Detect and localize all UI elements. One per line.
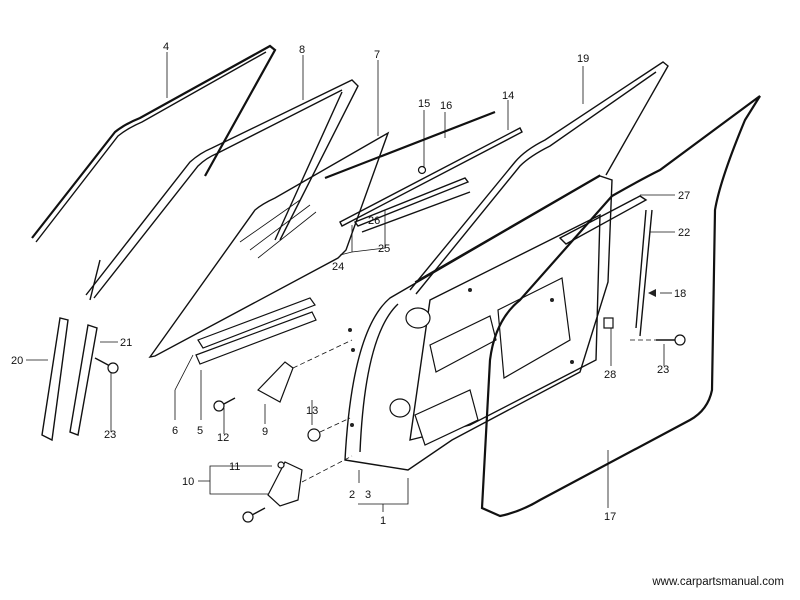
callout-14: 14 [502,90,514,102]
leader-lines [26,52,675,512]
part-28-stopper [603,317,614,329]
callout-16: 16 [440,100,452,112]
callout-26: 26 [368,215,380,227]
callout-6: 6 [172,425,178,437]
part-18-clip [648,289,656,297]
part-hinge-bolt [242,507,266,523]
watermark: www.carpartsmanual.com [652,576,784,588]
callout-23-left: 23 [104,429,116,441]
part-6-glass-channel [195,297,317,365]
callout-7: 7 [374,49,380,61]
callout-10: 10 [182,476,194,488]
callout-12: 12 [217,432,229,444]
part-7-door-glass [148,131,390,359]
part-25-26-weatherstrip [353,177,471,233]
callout-9: 9 [262,426,268,438]
part-12-bolt [213,397,236,412]
callout-20: 20 [11,355,23,367]
part-14-16-belt-moulding [324,110,523,227]
part-9-upper-hinge [257,361,294,403]
part-17-door-weatherstrip [480,95,761,518]
callout-25: 25 [378,243,390,255]
callout-4: 4 [163,41,169,53]
callout-24: 24 [332,261,344,273]
part-23-bolt-right [656,334,686,346]
callout-23-right: 23 [657,364,669,376]
part-10-lower-hinge [267,461,303,507]
part-22-27-glass-run [558,195,653,337]
part-8-sash [85,79,359,299]
callout-13: 13 [306,405,318,417]
part-23-bolt-left [94,357,119,374]
callout-18: 18 [674,288,686,300]
callout-28: 28 [604,369,616,381]
part-1-door-shell [344,175,613,471]
callout-2: 2 [349,489,355,501]
callout-1: 1 [380,515,386,527]
part-20-21-sash-channel [41,259,101,442]
part-4-window-moulding [31,44,277,243]
callout-21: 21 [120,337,132,349]
callout-3: 3 [365,489,371,501]
callout-5: 5 [197,425,203,437]
part-19-door-sash-frame [409,61,669,295]
callout-22: 22 [678,227,690,239]
callout-27: 27 [678,190,690,202]
part-13-grommet [307,428,321,442]
callout-8: 8 [299,44,305,56]
callout-19: 19 [577,53,589,65]
callout-15: 15 [418,98,430,110]
callout-11: 11 [229,461,240,473]
part-11-bolt [277,461,285,469]
callout-17: 17 [604,511,616,523]
